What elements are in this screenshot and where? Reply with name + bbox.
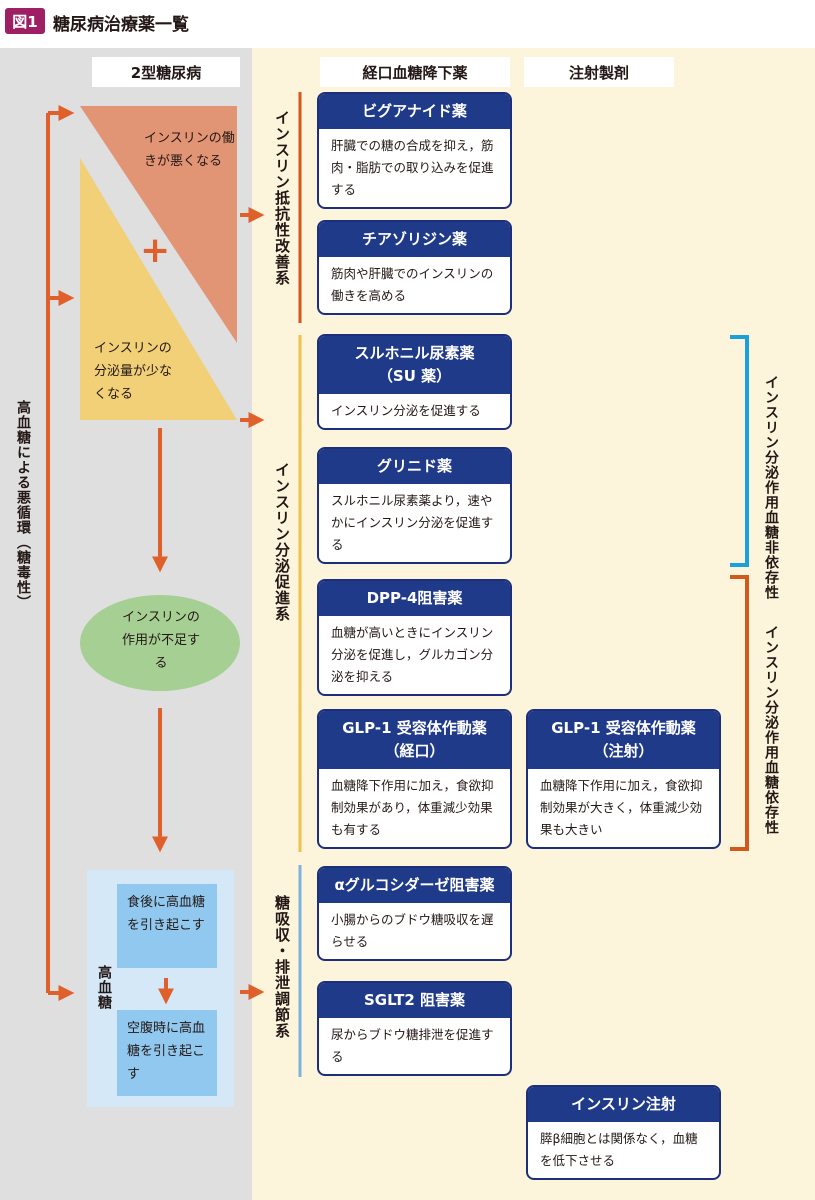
bracket-label-independent: インスリン分泌作用血糖非依存性 — [763, 375, 779, 600]
postprandial-box: 食後に高血糖を引き起こす — [117, 884, 217, 968]
fasting-box: 空腹時に高血糖を引き起こす — [117, 1010, 217, 1096]
card-sulfonylurea: スルホニル尿素薬（SU 薬） インスリン分泌を促進する — [317, 334, 512, 430]
card-body: 肝臓での糖の合成を抑え，筋肉・脂肪での取り込みを促進する — [331, 138, 494, 197]
resistance-triangle — [80, 106, 237, 343]
cycle-loop-line — [46, 105, 75, 1001]
card-title: GLP-1 受容体作動薬（経口） — [319, 711, 510, 769]
plus-sign: + — [140, 230, 171, 271]
secretion-triangle — [80, 158, 237, 420]
category-secretion: インスリン分泌促進系 — [273, 462, 291, 622]
card-title: GLP-1 受容体作動薬（注射） — [528, 711, 719, 769]
card-thiazolidine: チアゾリジン薬 筋肉や肝臓でのインスリンの働きを高める — [317, 220, 512, 315]
card-glp1-injection: GLP-1 受容体作動薬（注射） 血糖降下作用に加え，食欲抑制効果が大きく，体重… — [526, 709, 721, 849]
cycle-label: 高血糖による悪循環（糖毒性） — [15, 400, 31, 610]
card-glp1-oral: GLP-1 受容体作動薬（経口） 血糖降下作用に加え，食欲抑制効果があり，体重減… — [317, 709, 512, 849]
down-arrows — [152, 428, 174, 1005]
resistance-text: インスリンの働きが悪くなる — [144, 131, 235, 169]
figure-label: 図1 — [5, 8, 45, 34]
category-resistance: インスリン抵抗性改善系 — [273, 110, 291, 286]
card-title: ビグアナイド薬 — [319, 94, 510, 129]
card-body: 膵β細胞とは関係なく，血糖を低下させる — [540, 1131, 698, 1168]
card-title: DPP-4阻害薬 — [319, 581, 510, 616]
column-header-oral: 経口血糖降下薬 — [320, 57, 510, 87]
card-title: グリニド薬 — [319, 449, 510, 484]
bracket-label-dependent: インスリン分泌作用血糖依存性 — [763, 625, 779, 835]
card-title: チアゾリジン薬 — [319, 222, 510, 257]
card-title: SGLT2 阻害薬 — [319, 983, 510, 1018]
category-arrows — [240, 207, 265, 1000]
card-body: 血糖降下作用に加え，食欲抑制効果があり，体重減少効果も有する — [331, 778, 494, 837]
card-biguanide: ビグアナイド薬 肝臓での糖の合成を抑え，筋肉・脂肪での取り込みを促進する — [317, 92, 512, 209]
hyperglycemia-label: 高血糖 — [96, 965, 112, 1010]
secretion-text: インスリンの分泌量が少なくなる — [94, 341, 173, 402]
card-sglt2: SGLT2 阻害薬 尿からブドウ糖排泄を促進する — [317, 981, 512, 1076]
card-alpha-glucosidase: αグルコシダーゼ阻害薬 小腸からのブドウ糖吸収を遅らせる — [317, 866, 512, 961]
card-body: スルホニル尿素薬より，速やかにインスリン分泌を促進する — [331, 493, 494, 552]
card-glinide: グリニド薬 スルホニル尿素薬より，速やかにインスリン分泌を促進する — [317, 447, 512, 564]
card-body: 血糖が高いときにインスリン分泌を促進し，グルカゴン分泌を抑える — [331, 625, 494, 684]
card-body: 小腸からのブドウ糖吸収を遅らせる — [331, 912, 494, 949]
card-body: 筋肉や肝臓でのインスリンの働きを高める — [331, 266, 494, 303]
card-title: スルホニル尿素薬（SU 薬） — [319, 336, 510, 394]
dependent-bracket — [730, 575, 749, 851]
column-header-injection: 注射製剤 — [524, 57, 674, 87]
card-body: 血糖降下作用に加え，食欲抑制効果が大きく，体重減少効果も大きい — [540, 778, 703, 837]
insufficient-text: インスリンの作用が不足する — [121, 610, 200, 671]
card-title: αグルコシダーゼ阻害薬 — [319, 868, 510, 903]
independent-bracket — [730, 335, 749, 567]
card-body: 尿からブドウ糖排泄を促進する — [331, 1027, 494, 1064]
insufficient-ellipse — [80, 595, 240, 691]
figure-title: 糖尿病治療薬一覧 — [53, 15, 189, 35]
card-body: インスリン分泌を促進する — [331, 403, 481, 418]
column-header-type2: 2型糖尿病 — [92, 57, 240, 87]
card-title: インスリン注射 — [528, 1087, 719, 1122]
card-dpp4: DPP-4阻害薬 血糖が高いときにインスリン分泌を促進し，グルカゴン分泌を抑える — [317, 579, 512, 696]
card-insulin-injection: インスリン注射 膵β細胞とは関係なく，血糖を低下させる — [526, 1085, 721, 1180]
category-absorption: 糖吸収・排泄調節系 — [273, 895, 291, 1039]
